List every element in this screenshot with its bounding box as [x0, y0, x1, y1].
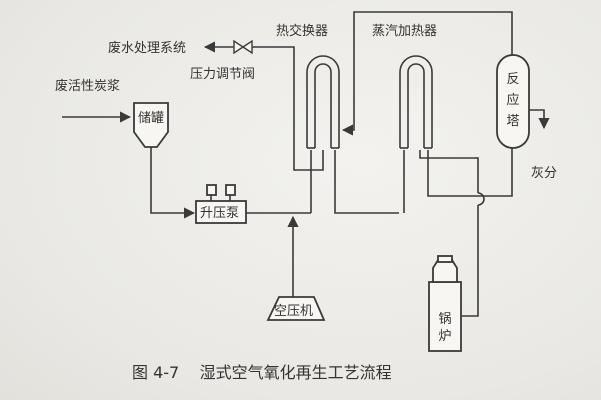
- steam-heater-inner: [407, 63, 425, 148]
- pipe-crossover: [477, 192, 485, 206]
- heater-to-reactor-line: [427, 148, 513, 197]
- hx-outlet-line: [252, 46, 324, 171]
- heat-exchanger-outer: [306, 55, 340, 148]
- wastewater-label: 废水处理系统: [108, 40, 186, 56]
- compressor-label: 空压机: [274, 304, 313, 319]
- storage-tank: [133, 102, 169, 148]
- steam-heater-label: 蒸汽加热器: [372, 24, 437, 39]
- tank-label: 储罐: [138, 111, 164, 126]
- valve-icon: [233, 39, 253, 55]
- reactor-label-1: 反: [506, 72, 519, 87]
- tank-to-pump-line: [150, 147, 196, 219]
- steam-to-heater-line: [419, 150, 479, 193]
- ash-label: 灰分: [531, 166, 557, 181]
- reactor-tower: [496, 54, 530, 149]
- boiler-steam-line: [461, 205, 479, 317]
- steam-heater-outer: [399, 55, 433, 148]
- boiler-top: [432, 259, 458, 283]
- air-compressor: [266, 296, 326, 321]
- boiler: [428, 281, 462, 352]
- boiler-label-2: 炉: [438, 329, 451, 344]
- booster-pump: [195, 200, 247, 224]
- hx-to-heater-line: [334, 150, 399, 214]
- reactor-return-line: [341, 11, 513, 136]
- pressure-valve-label: 压力调节阀: [190, 67, 255, 82]
- pump-label: 升压泵: [200, 206, 239, 221]
- ash-outlet-arrow: [529, 109, 550, 130]
- boiler-label-1: 锅: [438, 311, 451, 327]
- heat-exchanger-inner: [314, 63, 332, 148]
- spent-carbon-label: 废活性炭浆: [55, 78, 120, 94]
- reactor-label-2: 应: [506, 92, 519, 108]
- reactor-label-3: 塔: [506, 114, 519, 129]
- pump-head-left: [206, 184, 217, 196]
- pump-head-right: [225, 184, 236, 196]
- heat-exchanger-label: 热交换器: [276, 23, 328, 39]
- figure-caption: 图 4-7 湿式空气氧化再生工艺流程: [132, 363, 392, 382]
